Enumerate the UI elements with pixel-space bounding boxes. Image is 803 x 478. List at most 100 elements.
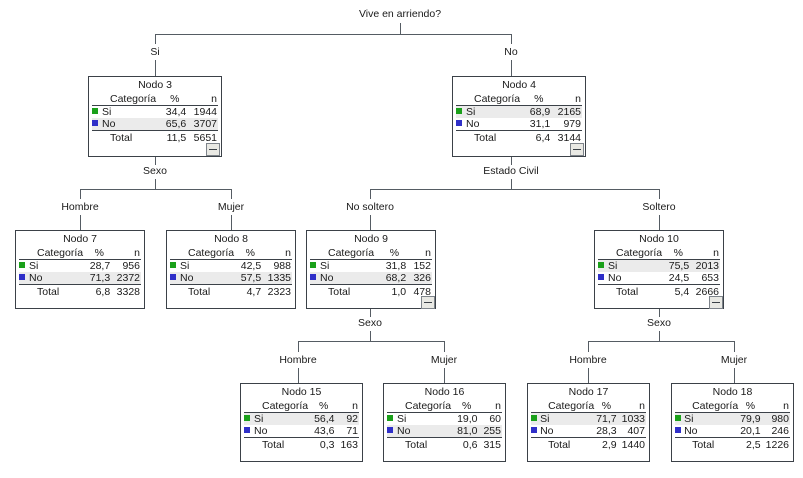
row-percent: 31,8: [385, 260, 407, 272]
connector-nodo10-drop: [659, 189, 660, 199]
row-category: No: [28, 272, 88, 285]
row-category: No: [539, 425, 596, 438]
collapse-button-nodo-3[interactable]: [206, 143, 220, 156]
row-n: 653: [693, 272, 720, 285]
header-percent: %: [595, 400, 621, 413]
table-row: Si 34,4 1944: [92, 106, 218, 119]
row-n: 1944: [193, 106, 217, 118]
row-percent: 79,9: [739, 412, 765, 425]
row-percent: 28,7: [89, 260, 111, 272]
connector-root-horizontal: [155, 34, 511, 35]
table-header-row: Categoría % n: [170, 247, 292, 260]
node-title-nodo-7: Nodo 7: [63, 233, 97, 245]
header-categoria: Categoría: [396, 400, 455, 413]
node-table-nodo-15: Categoría % n Si 56,4 92 No 43,6 71 Tota…: [244, 400, 359, 451]
table-row: No 71,3 2372: [19, 272, 141, 285]
table-row: No 65,6 3707: [92, 118, 218, 131]
node-box-nodo-4[interactable]: Nodo 4 Categoría % n Si 68,9 2165 No 31,…: [452, 76, 586, 157]
split-label-nodo9-sexo: Sexo: [358, 317, 382, 329]
row-percent: 28,3: [595, 425, 621, 438]
row-percent: 71,7: [595, 412, 621, 425]
header-swatch-spacer: [92, 93, 101, 106]
table-total-row: Total 5,4 2666: [598, 285, 720, 299]
header-categoria: Categoría: [539, 400, 596, 413]
node-box-nodo-3[interactable]: Nodo 3 Categoría % n Si 34,4 1944 No 65,…: [88, 76, 222, 157]
connector-root-right-drop: [511, 34, 512, 44]
total-label: Total: [548, 439, 571, 451]
node-box-nodo-7[interactable]: Nodo 7 Categoría % n Si 28,7 956 No 71,3…: [15, 230, 145, 309]
row-n: 255: [481, 425, 502, 438]
node-box-nodo-16[interactable]: Nodo 16 Categoría % n Si 19,0 60 No 81,0…: [383, 383, 506, 462]
node-table-nodo-8: Categoría % n Si 42,5 988 No 57,5 1335 T…: [170, 247, 292, 298]
row-n: 956: [122, 260, 140, 272]
total-percent: 4,7: [246, 286, 262, 298]
header-percent: %: [666, 247, 694, 260]
total-swatch-spacer: [310, 285, 319, 299]
legend-swatch-cell: [170, 260, 179, 273]
total-label: Total: [110, 132, 133, 144]
total-label: Total: [616, 286, 639, 298]
swatch-no-icon: [244, 427, 250, 434]
connector-nodo15-stem: [298, 368, 299, 383]
connector-nodo4-horizontal: [370, 189, 659, 190]
minus-icon: [712, 302, 720, 303]
swatch-si-icon: [598, 262, 604, 269]
node-box-nodo-17[interactable]: Nodo 17 Categoría % n Si 71,7 1033 No 28…: [527, 383, 650, 462]
connector-nodo17-drop: [588, 341, 589, 352]
node-box-nodo-10[interactable]: Nodo 10 Categoría % n Si 75,5 2013 No 24…: [594, 230, 724, 309]
total-percent: 6,8: [95, 286, 111, 298]
node-box-nodo-8[interactable]: Nodo 8 Categoría % n Si 42,5 988 No 57,5…: [166, 230, 296, 309]
total-swatch-spacer: [675, 438, 683, 452]
table-header-row: Categoría % n: [244, 400, 359, 413]
header-n: n: [114, 247, 141, 260]
total-label: Total: [328, 286, 351, 298]
header-swatch-spacer: [387, 400, 396, 413]
root-question-label: Vive en arriendo?: [358, 8, 442, 20]
collapse-button-nodo-4[interactable]: [570, 143, 584, 156]
legend-swatch-cell: [387, 425, 396, 438]
total-n: 3144: [557, 132, 581, 144]
collapse-button-nodo-9[interactable]: [421, 296, 435, 309]
swatch-si-icon: [170, 262, 176, 269]
node-title-nodo-4: Nodo 4: [502, 79, 536, 91]
table-header-row: Categoría % n: [310, 247, 432, 260]
edge-label-nodo9-hombre: Hombre: [279, 354, 317, 366]
collapse-button-nodo-10[interactable]: [709, 296, 723, 309]
table-row: Si 42,5 988: [170, 260, 292, 273]
header-n: n: [693, 247, 720, 260]
header-percent: %: [739, 400, 765, 413]
row-percent: 31,1: [526, 118, 555, 131]
connector-nodo17-stem: [588, 368, 589, 383]
legend-swatch-cell: [531, 425, 540, 438]
node-title-nodo-15: Nodo 15: [281, 386, 322, 398]
edge-label-nodo3-hombre: Hombre: [61, 201, 99, 213]
swatch-no-icon: [92, 120, 98, 127]
header-categoria: Categoría: [683, 400, 740, 413]
table-row: Si 31,8 152: [310, 260, 432, 273]
legend-swatch-cell: [92, 118, 101, 131]
row-n: 246: [764, 425, 790, 438]
swatch-si-icon: [310, 262, 316, 269]
node-box-nodo-18[interactable]: Nodo 18 Categoría % n Si 79,9 980 No 20,…: [671, 383, 794, 462]
row-category: Si: [397, 413, 407, 425]
row-category: Si: [539, 412, 596, 425]
node-box-nodo-15[interactable]: Nodo 15 Categoría % n Si 56,4 92 No 43,6…: [240, 383, 363, 462]
total-n: 315: [483, 439, 501, 451]
table-row: Si 68,9 2165: [456, 105, 582, 118]
node-box-nodo-9[interactable]: Nodo 9 Categoría % n Si 31,8 152 No 68,2…: [306, 230, 436, 309]
total-percent: 6,4: [535, 132, 551, 144]
row-percent: 71,3: [87, 272, 115, 285]
connector-nodo9-horizontal: [298, 341, 444, 342]
node-title-nodo-8: Nodo 8: [214, 233, 248, 245]
connector-nodo9-down: [370, 331, 371, 341]
connector-nodo9-stem: [370, 215, 371, 230]
header-categoria: Categoría: [253, 400, 312, 413]
table-header-row: Categoría % n: [19, 247, 141, 260]
legend-swatch-cell: [244, 412, 253, 425]
row-n: 2013: [693, 259, 720, 272]
node-table-nodo-18: Categoría % n Si 79,9 980 No 20,1 246 To…: [675, 400, 790, 451]
header-categoria: Categoría: [28, 247, 88, 260]
row-n: 71: [338, 425, 359, 438]
total-label: Total: [262, 439, 285, 451]
header-n: n: [554, 93, 582, 106]
